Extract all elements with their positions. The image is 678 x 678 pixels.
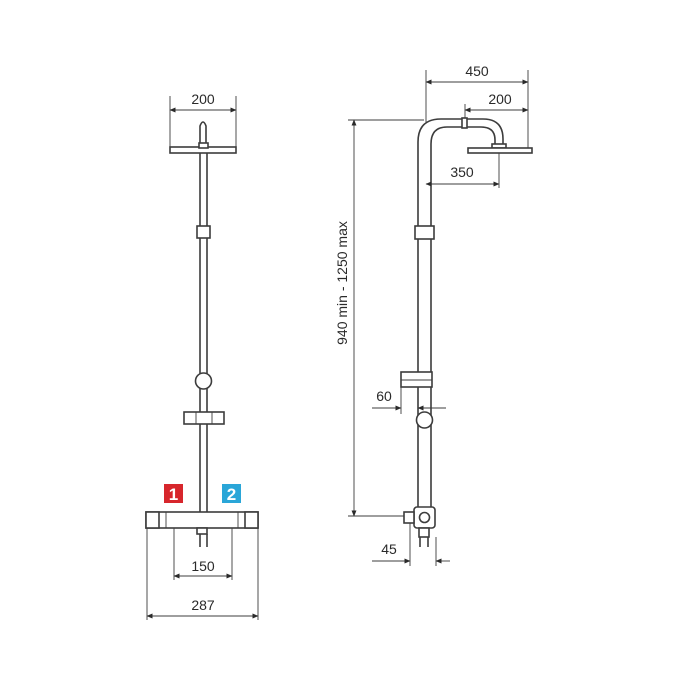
side-slider-offset-label: 60 [376,388,392,404]
cold-inlet-badge: 2 [222,484,241,504]
front-shower-head [169,121,237,154]
front-mixer-body [145,511,259,547]
side-mixer-connection [403,506,436,547]
front-inlet-spacing-label: 150 [191,558,215,574]
hot-inlet-number: 1 [169,485,178,504]
side-round-knob [415,411,434,429]
cold-inlet-number: 2 [227,485,236,504]
side-arm-offset-label: 350 [450,164,474,180]
front-mixer-width-label: 287 [191,597,215,613]
side-slider-holder [400,371,433,388]
front-head-width-dimension: 200 [169,91,237,148]
front-round-knob [194,372,213,390]
side-riser-and-arm [417,117,504,512]
front-head-width-label: 200 [191,91,215,107]
side-arm-reach-label: 450 [465,63,489,79]
side-view: 450 200 350 [334,63,533,566]
side-arm-reach-dimension: 450 [425,63,529,148]
front-inlet-spacing-dimension: 150 [173,528,233,580]
side-wall-offset-dimension: 45 [372,523,450,566]
front-riser-pipe [199,153,208,512]
hot-inlet-badge: 1 [164,484,183,504]
side-arm-joint [461,117,468,129]
front-mixer-width-dimension: 287 [146,528,259,620]
side-head-width-dimension: 200 [464,91,529,120]
side-head-width-label: 200 [488,91,512,107]
side-height-dimension: 940 min - 1250 max [334,119,424,517]
side-arm-offset-dimension: 350 [425,153,500,188]
side-shower-head [467,143,533,154]
front-slider-holder [183,411,225,425]
side-height-label: 940 min - 1250 max [334,221,350,345]
front-view: 200 1 2 [145,91,259,620]
front-telescopic-coupling [196,225,211,239]
side-slider-offset-dimension: 60 [372,387,446,414]
side-telescopic-coupling [414,225,435,240]
side-wall-offset-label: 45 [381,541,397,557]
